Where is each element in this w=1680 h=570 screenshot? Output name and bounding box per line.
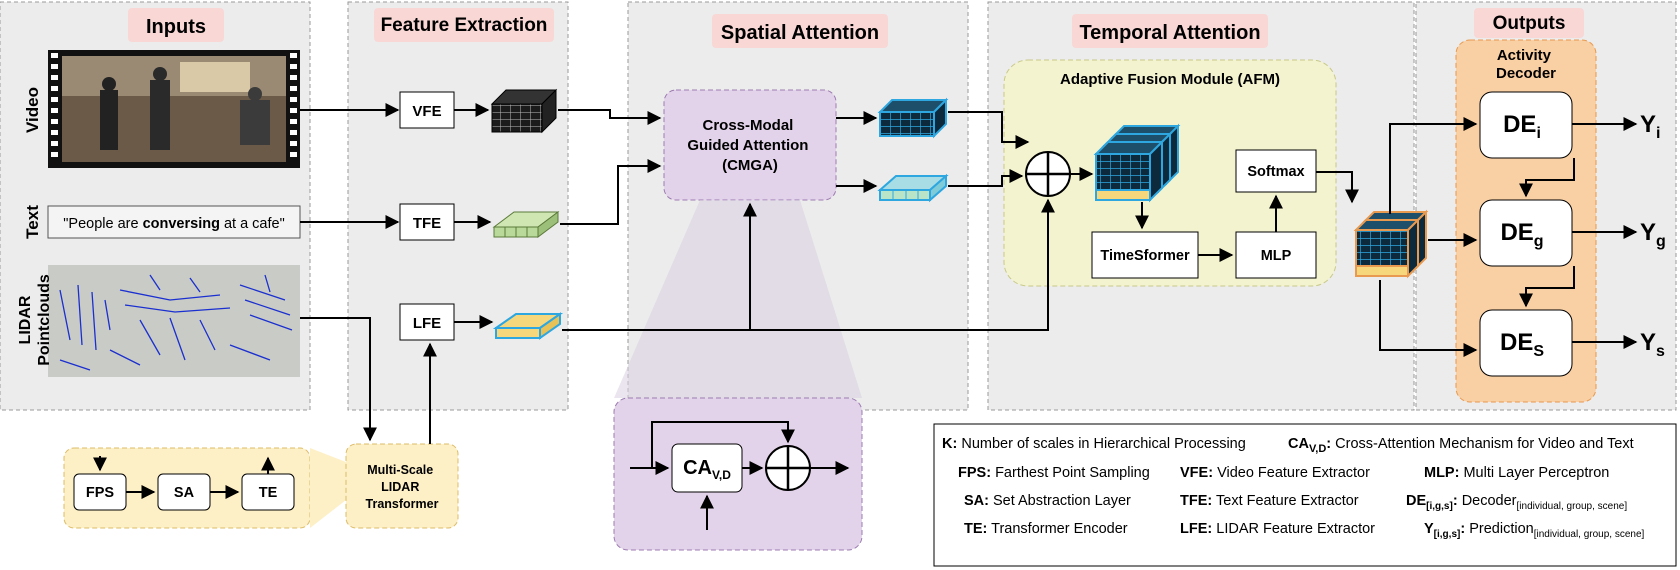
input-label-video: Video xyxy=(23,87,42,133)
fusion-sum-node xyxy=(1025,151,1071,197)
svg-text:MLP: Multi Layer Perceptron: MLP: Multi Layer Perceptron xyxy=(1424,465,1609,481)
svg-text:VFE: Video Feature Extractor: VFE: Video Feature Extractor xyxy=(1180,465,1370,481)
prediction-individual: Yi xyxy=(1640,111,1660,142)
legend-box xyxy=(933,423,1677,567)
svg-text:Y[i,g,s]: Prediction[individua: Y[i,g,s]: Prediction[individual, group, … xyxy=(1424,521,1645,540)
prediction-group: Yg xyxy=(1640,219,1666,250)
svg-text:K: Number of scales in Hierarc: K: Number of scales in Hierarchical Proc… xyxy=(942,436,1246,452)
vfe-box xyxy=(399,91,455,129)
attended-text-slab xyxy=(877,173,949,203)
svg-text:LFE: LIDAR Feature Extractor: LFE: LIDAR Feature Extractor xyxy=(1180,521,1375,537)
afm-title: Adaptive Fusion Module (AFM) xyxy=(1060,71,1280,88)
softmax-box xyxy=(1235,149,1317,193)
lidar-pipeline-connector xyxy=(310,448,346,528)
section-title-feature-extraction: Feature Extraction xyxy=(381,15,548,36)
lidar-feature-slab xyxy=(492,312,564,340)
section-title-temporal-attention: Temporal Attention xyxy=(1079,22,1260,44)
svg-text:TE: Transformer Encoder: TE: Transformer Encoder xyxy=(964,521,1128,537)
mlp-label: MLP xyxy=(1261,248,1292,264)
fused-feature-stack xyxy=(1093,123,1181,203)
vfe-label: VFE xyxy=(412,103,441,120)
activity-decoder-label: Activity Decoder xyxy=(1496,47,1556,82)
text-feature-slab xyxy=(492,211,560,238)
attended-video-cube xyxy=(877,97,949,139)
cmga-label: Cross-Modal Guided Attention (CMGA) xyxy=(687,117,812,174)
lidar-pointcloud-image xyxy=(48,265,300,377)
prediction-scene: Ys xyxy=(1640,329,1665,360)
svg-text:TFE: Text Feature Extractor: TFE: Text Feature Extractor xyxy=(1180,493,1359,509)
input-label-text: Text xyxy=(23,205,42,239)
decoder-group-label: DEg xyxy=(1500,219,1543,250)
section-title-outputs: Outputs xyxy=(1493,13,1566,34)
video-feature-cube xyxy=(490,88,558,134)
svg-text:DE[i,g,s]: Decoder[individual,: DE[i,g,s]: Decoder[individual, group, sc… xyxy=(1406,493,1627,512)
te-label: TE xyxy=(259,485,278,501)
tfe-label: TFE xyxy=(413,215,441,232)
section-title-inputs: Inputs xyxy=(146,16,206,38)
fps-label: FPS xyxy=(86,485,115,501)
svg-text:CAV,D: Cross-Attention Mechani: CAV,D: Cross-Attention Mechanism for Vid… xyxy=(1288,436,1634,455)
lfe-box xyxy=(399,303,455,341)
mlp-box xyxy=(1235,231,1317,279)
ca-label: CAV,D xyxy=(683,457,731,482)
tfe-box xyxy=(399,203,455,241)
section-feature-extraction: Feature Extraction xyxy=(347,1,569,411)
text-input-box xyxy=(47,205,301,239)
decoder-scene-label: DES xyxy=(1500,329,1544,360)
video-input-image xyxy=(48,50,300,168)
decoder-individual-label: DEi xyxy=(1503,111,1541,142)
multiscale-lidar-transformer-box xyxy=(345,443,459,529)
softmax-label: Softmax xyxy=(1247,164,1304,180)
svg-text:SA: Set Abstraction Layer: SA: Set Abstraction Layer xyxy=(964,493,1131,509)
cmga-zoom-cone xyxy=(614,200,862,398)
text-input-content: "People are conversing at a cafe" xyxy=(63,216,284,232)
multiscale-lidar-transformer-label: Multi-Scale LIDAR Transformer xyxy=(366,463,439,511)
flow-arrows xyxy=(93,103,1638,530)
ca-residual-sum-node xyxy=(765,445,811,491)
temporal-output-stack xyxy=(1353,209,1429,279)
timesformer-label: TimeSformer xyxy=(1100,248,1190,264)
lfe-label: LFE xyxy=(413,315,441,332)
svg-text:FPS: Farthest Point Sampling: FPS: Farthest Point Sampling xyxy=(958,465,1150,481)
sa-label: SA xyxy=(174,485,195,501)
section-title-spatial-attention: Spatial Attention xyxy=(721,22,879,44)
legend-text: K: Number of scales in Hierarchical Proc… xyxy=(942,436,1645,540)
